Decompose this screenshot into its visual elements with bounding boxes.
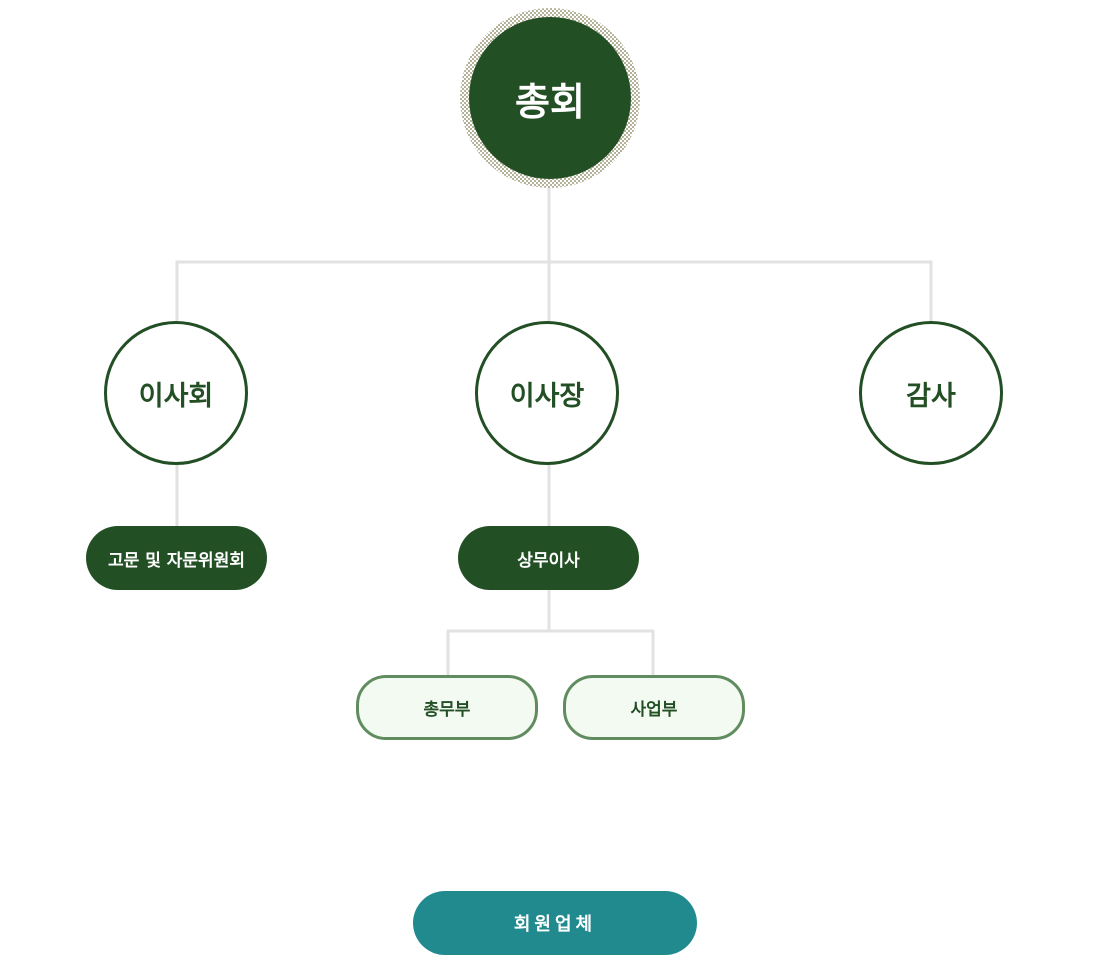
chairman-node: 이사장	[475, 321, 619, 465]
board-of-directors-node: 이사회	[104, 321, 248, 465]
general-affairs-dept-node: 총무부	[356, 675, 538, 740]
member-companies-node: 회원업체	[413, 891, 697, 955]
general-assembly-node: 총회	[460, 8, 640, 188]
executive-director-node: 상무이사	[458, 526, 639, 590]
auditor-node: 감사	[859, 321, 1003, 465]
advisory-committee-node: 고문 및 자문위원회	[86, 526, 267, 590]
general-assembly-label: 총회	[469, 17, 631, 179]
business-dept-node: 사업부	[563, 675, 745, 740]
